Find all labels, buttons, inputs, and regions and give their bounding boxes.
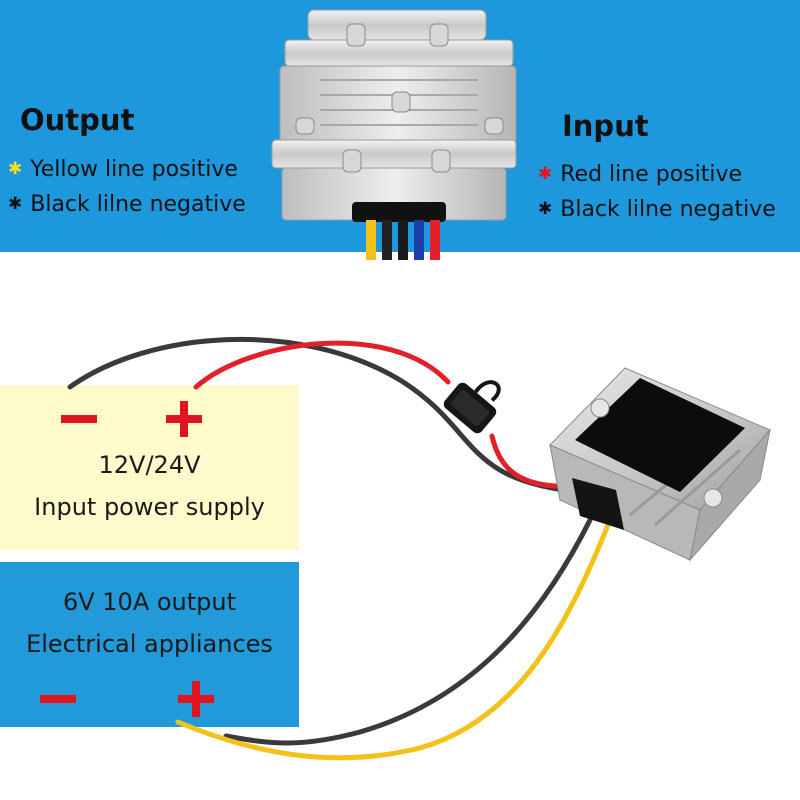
plus-sign-icon — [166, 401, 202, 437]
input-negative-label: Black lilne negative — [560, 197, 776, 222]
minus-sign-icon — [40, 681, 76, 717]
input-power-box: 12V/24V Input power supply — [0, 385, 299, 550]
red-star-icon: ✱ — [538, 164, 553, 184]
output-negative-label: Black lilne negative — [30, 192, 246, 217]
fuse-holder — [443, 380, 501, 434]
output-negative-legend: ✱ Black lilne negative — [8, 192, 246, 217]
input-heading: Input — [562, 109, 649, 143]
minus-sign-icon — [61, 401, 97, 437]
input-positive-label: Red line positive — [560, 162, 743, 187]
output-positive-label: Yellow line positive — [30, 157, 238, 182]
output-rating-label: 6V 10A output — [62, 588, 237, 616]
converter-module — [549, 367, 771, 562]
output-positive-legend: ✱ Yellow line positive — [8, 157, 238, 182]
yellow-star-icon: ✱ — [8, 159, 23, 179]
black-star-icon: ✱ — [538, 199, 553, 219]
input-negative-legend: ✱ Black lilne negative — [538, 197, 776, 222]
black-star-icon: ✱ — [8, 194, 23, 214]
input-positive-legend: ✱ Red line positive — [538, 162, 742, 187]
output-appliances-label: Electrical appliances — [26, 630, 273, 658]
output-heading: Output — [20, 103, 135, 137]
plus-sign-icon — [178, 681, 214, 717]
input-voltage-label: 12V/24V — [98, 451, 201, 479]
converter-front-illustration — [271, 9, 517, 260]
output-appliance-box: 6V 10A output Electrical appliances — [0, 562, 299, 727]
input-supply-label: Input power supply — [34, 493, 265, 521]
